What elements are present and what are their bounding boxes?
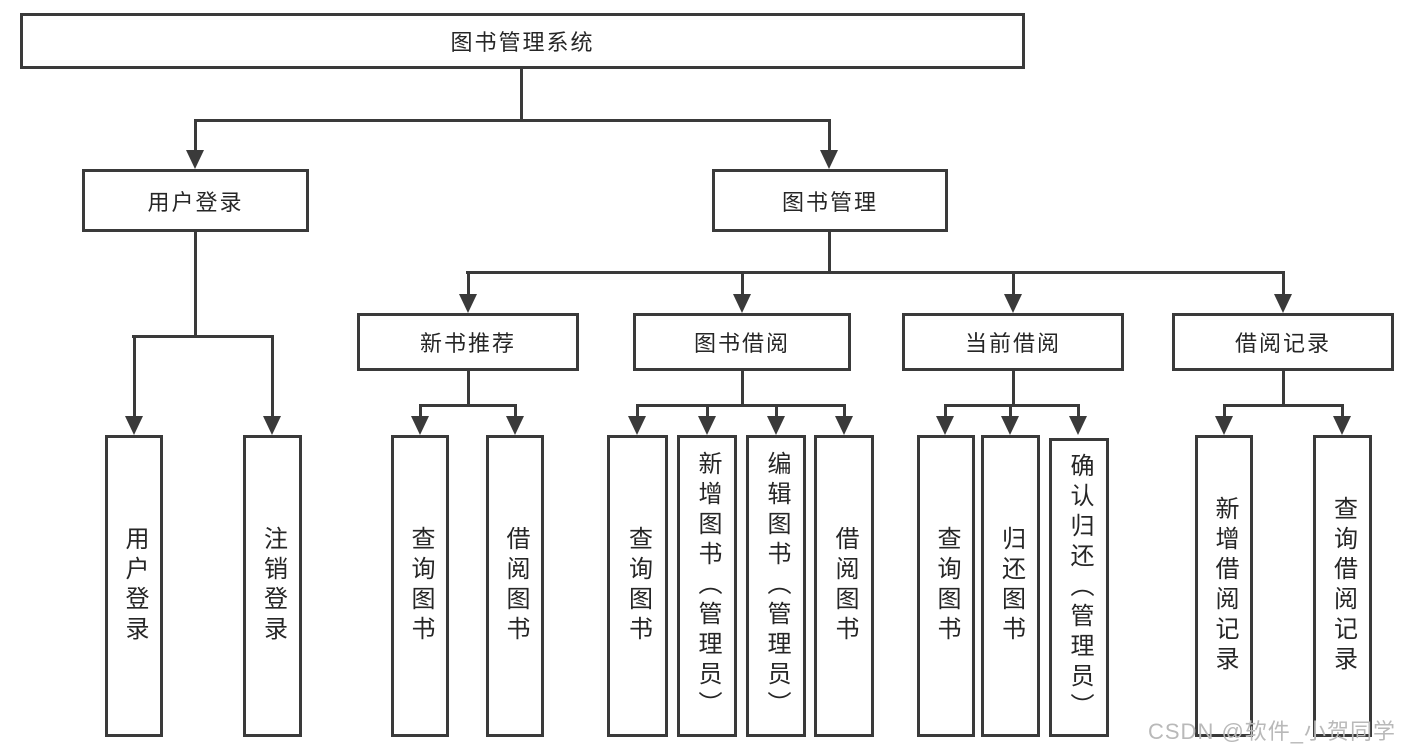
csdn-watermark: CSDN @软件_小贺同学	[1148, 719, 1397, 744]
connector-drop-user-login	[194, 119, 197, 152]
node-book-management: 图书管理	[712, 169, 948, 232]
connector-drop-book-borrow	[741, 271, 744, 296]
node-current-borrowing-label: 当前借阅	[964, 331, 1061, 356]
arrowhead-down-icon	[1004, 294, 1022, 313]
leaf-borrow-books-a-label: 借阅图书	[502, 526, 529, 646]
node-new-book-recommend: 新书推荐	[357, 313, 579, 371]
arrowhead-down-icon	[733, 294, 751, 313]
connector-drop-leaf	[514, 404, 517, 418]
arrowhead-down-icon	[1215, 416, 1233, 435]
arrowhead-down-icon	[698, 416, 716, 435]
leaf-logout-label: 注销登录	[259, 526, 287, 646]
connector-book-mgmt-trunk	[828, 232, 831, 273]
leaf-logout: 注销登录	[243, 435, 302, 737]
arrowhead-down-icon	[1333, 416, 1351, 435]
connector-drop-leaf	[1341, 404, 1344, 418]
connector-drop-leaf	[706, 404, 709, 418]
connector-groupB-trunk	[741, 371, 744, 406]
leaf-borrow-books-a: 借阅图书	[486, 435, 544, 737]
leaf-query-books-b-label: 查询图书	[624, 526, 652, 646]
connector-groupA-trunk	[467, 371, 470, 406]
leaf-add-books-admin-label: 新增图书（管理员）	[694, 451, 721, 721]
connector-drop-current-borrow	[1012, 271, 1015, 296]
leaf-return-books-label: 归还图书	[997, 526, 1025, 646]
arrowhead-down-icon	[506, 416, 524, 435]
node-book-management-label: 图书管理	[781, 189, 878, 215]
arrowhead-down-icon	[263, 416, 281, 435]
arrowhead-down-icon	[459, 294, 477, 313]
leaf-return-books: 归还图书	[981, 435, 1040, 737]
arrowhead-down-icon	[820, 150, 838, 169]
connector-drop-book-mgmt	[828, 119, 831, 152]
connector-drop-leaf	[636, 404, 639, 418]
node-book-borrowing-label: 图书借阅	[693, 331, 790, 356]
arrowhead-down-icon	[1001, 416, 1019, 435]
connector-groupA-bar	[419, 404, 516, 407]
connector-drop-leaf	[419, 404, 422, 418]
leaf-query-books-b: 查询图书	[607, 435, 668, 737]
node-new-book-recommend-label: 新书推荐	[419, 331, 516, 356]
connector-drop-new-books	[467, 271, 470, 296]
connector-groupD-trunk	[1282, 371, 1285, 406]
leaf-query-borrow-record-label: 查询借阅记录	[1329, 496, 1357, 676]
connector-groupB-bar	[636, 404, 846, 407]
leaf-add-borrow-record-label: 新增借阅记录	[1211, 496, 1238, 676]
arrowhead-down-icon	[767, 416, 785, 435]
node-current-borrowing: 当前借阅	[902, 313, 1124, 371]
node-borrowing-records: 借阅记录	[1172, 313, 1394, 371]
arrowhead-down-icon	[936, 416, 954, 435]
connector-root-trunk	[520, 69, 523, 120]
connector-groupC-trunk	[1012, 371, 1015, 406]
leaf-add-books-admin: 新增图书（管理员）	[677, 435, 737, 737]
connector-drop-leaf	[1223, 404, 1226, 418]
leaf-user-login: 用户登录	[105, 435, 163, 737]
arrowhead-down-icon	[628, 416, 646, 435]
arrowhead-down-icon	[411, 416, 429, 435]
connector-drop-leaf	[1077, 404, 1080, 418]
leaf-user-login-label: 用户登录	[121, 526, 148, 646]
node-borrowing-records-label: 借阅记录	[1234, 331, 1331, 356]
connector-root-bar	[194, 119, 831, 122]
node-library-system: 图书管理系统	[20, 13, 1025, 69]
leaf-query-books-c: 查询图书	[917, 435, 975, 737]
connector-user-login-bar	[132, 335, 274, 338]
leaf-query-borrow-record: 查询借阅记录	[1313, 435, 1372, 737]
leaf-edit-books-admin: 编辑图书（管理员）	[746, 435, 806, 737]
connector-user-login-trunk	[194, 232, 197, 337]
node-user-login-label: 用户登录	[147, 189, 244, 215]
node-user-login: 用户登录	[82, 169, 309, 232]
arrowhead-down-icon	[125, 416, 143, 435]
leaf-query-books-a: 查询图书	[391, 435, 449, 737]
arrowhead-down-icon	[835, 416, 853, 435]
connector-book-mgmt-bar	[466, 271, 1285, 274]
node-library-system-label: 图书管理系统	[450, 30, 595, 55]
leaf-borrow-books-b: 借阅图书	[814, 435, 874, 737]
connector-drop-borrow-records	[1282, 271, 1285, 296]
connector-drop-leaf	[133, 335, 136, 418]
leaf-confirm-return-admin-label: 确认归还（管理员）	[1066, 452, 1093, 723]
leaf-edit-books-admin-label: 编辑图书（管理员）	[763, 451, 790, 721]
connector-drop-leaf	[944, 404, 947, 418]
leaf-confirm-return-admin: 确认归还（管理员）	[1049, 438, 1109, 737]
node-book-borrowing: 图书借阅	[633, 313, 851, 371]
connector-drop-leaf	[843, 404, 846, 418]
connector-groupD-bar	[1223, 404, 1344, 407]
arrowhead-down-icon	[186, 150, 204, 169]
arrowhead-down-icon	[1069, 416, 1087, 435]
leaf-add-borrow-record: 新增借阅记录	[1195, 435, 1253, 737]
leaf-borrow-books-b-label: 借阅图书	[831, 526, 858, 646]
connector-groupC-bar	[944, 404, 1080, 407]
leaf-query-books-c-label: 查询图书	[933, 526, 960, 646]
connector-drop-leaf	[775, 404, 778, 418]
arrowhead-down-icon	[1274, 294, 1292, 313]
connector-drop-leaf	[271, 335, 274, 418]
leaf-query-books-a-label: 查询图书	[407, 526, 434, 646]
connector-drop-leaf	[1009, 404, 1012, 418]
